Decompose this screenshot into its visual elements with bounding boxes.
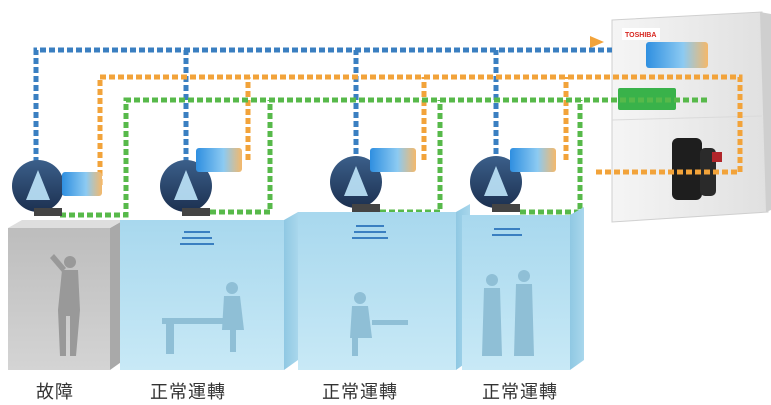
room-2-status: 正常運轉 [150, 382, 226, 403]
indoor-unit-2 [160, 148, 242, 216]
office-worker-icon [162, 282, 244, 354]
air-flow-lines [492, 228, 522, 236]
brand-plate [622, 28, 660, 40]
air-blow-icon [196, 148, 242, 172]
brand-logo: TOSHIBA [625, 32, 656, 39]
room-2 [120, 212, 298, 370]
room-4 [462, 207, 584, 370]
orange-pipe [97, 74, 743, 185]
room-1 [8, 220, 124, 370]
ceiling-cassette-icon [352, 204, 380, 212]
ceiling-cassette-icon [182, 208, 210, 216]
air-flow-lines [352, 225, 388, 239]
valve-icon [590, 36, 604, 48]
room-3 [298, 204, 470, 370]
outdoor-unit [590, 11, 771, 223]
outdoor-coil-icon [646, 42, 708, 68]
indoor-unit-4 [470, 148, 556, 212]
person-icon [50, 254, 80, 356]
ceiling-cassette-icon [492, 204, 520, 212]
room-1-status: 故障 [36, 382, 74, 403]
room-3-status: 正常運轉 [322, 382, 398, 403]
air-blow-icon [370, 148, 416, 172]
air-flow-lines [180, 231, 214, 245]
standing-people-icon [482, 270, 534, 356]
air-blow-icon [62, 172, 102, 196]
indoor-unit-3 [330, 148, 416, 212]
air-blow-icon [510, 148, 556, 172]
seated-worker-icon [350, 292, 408, 356]
ceiling-cassette-icon [34, 208, 62, 216]
room-4-status: 正常運轉 [482, 382, 558, 403]
blue-pipe [33, 47, 612, 172]
indoor-unit-1 [12, 160, 102, 216]
